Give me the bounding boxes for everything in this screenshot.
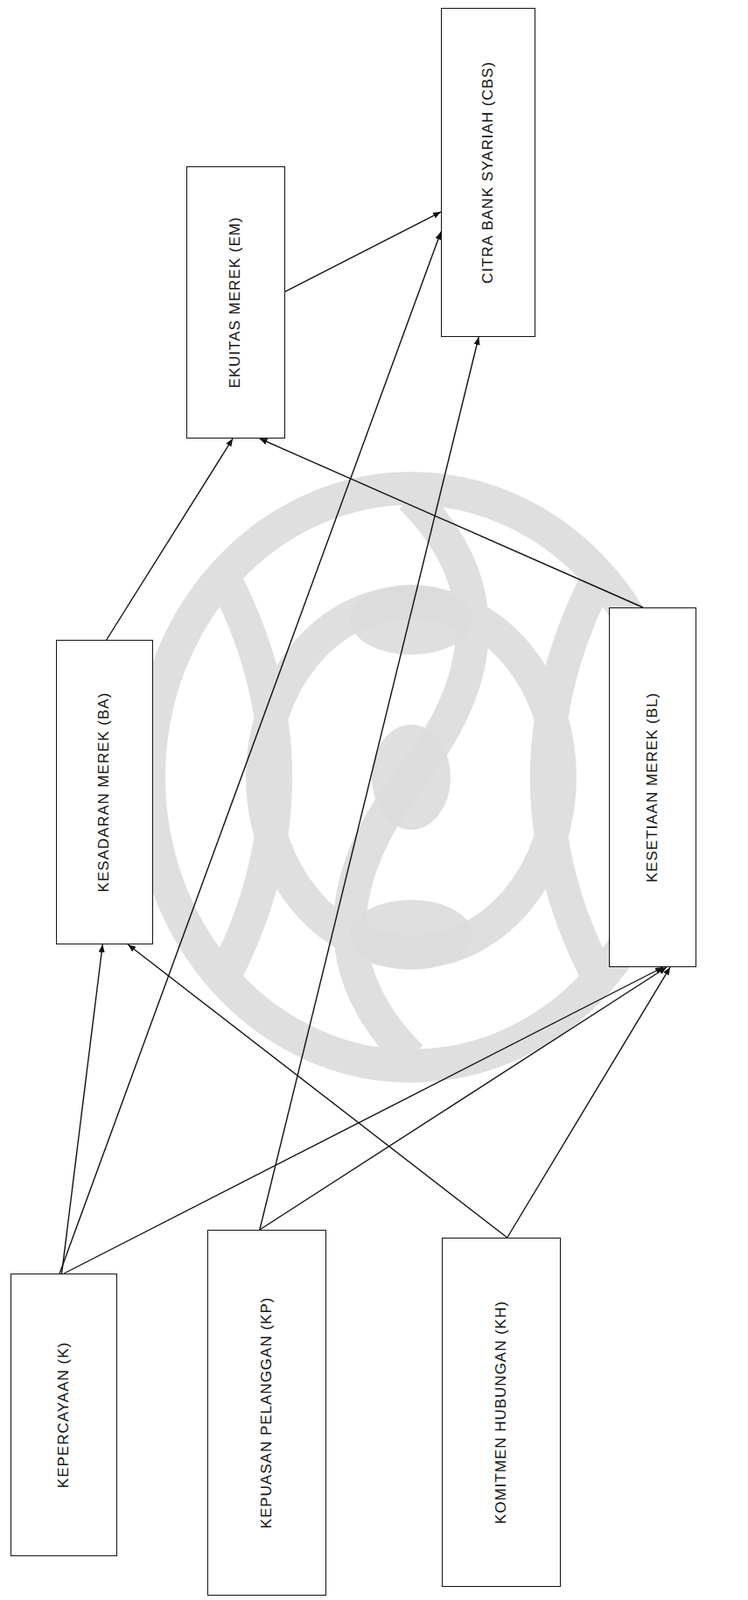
construct-label: KEPUASAN PELANGGAN (KP) [257, 1296, 277, 1529]
construct-label: KEPERCAYAAN (K) [54, 1341, 74, 1488]
construct-label: KOMITMEN HUBUNGAN (KH) [491, 1300, 511, 1524]
construct-box: KESETIAAN MEREK (BL) [608, 607, 697, 967]
arrow-connector [259, 336, 479, 1230]
construct-label: KESETIAAN MEREK (BL) [643, 692, 663, 882]
arrow-connector [106, 438, 233, 640]
construct-label: EKUITAS MEREK (EM) [225, 216, 245, 388]
arrow-connector [63, 966, 664, 1273]
construct-box: KEPUASAN PELANGGAN (KP) [207, 1229, 327, 1595]
construct-box: KEPERCAYAAN (K) [10, 1272, 118, 1556]
construct-box: KESADARAN MEREK (BA) [55, 639, 154, 944]
arrow-connector [127, 943, 508, 1238]
construct-box: CITRA BANK SYARIAH (CBS) [440, 7, 536, 337]
construct-label: KESADARAN MEREK (BA) [94, 692, 114, 893]
construct-box: EKUITAS MEREK (EM) [186, 166, 286, 439]
arrow-connector [285, 211, 441, 292]
arrow-connector [507, 966, 671, 1238]
arrow-connector [259, 438, 644, 608]
arrow-connector [62, 943, 104, 1273]
construct-label: CITRA BANK SYARIAH (CBS) [478, 61, 498, 284]
construct-box: KOMITMEN HUBUNGAN (KH) [441, 1237, 561, 1587]
arrow-connector [259, 966, 667, 1230]
